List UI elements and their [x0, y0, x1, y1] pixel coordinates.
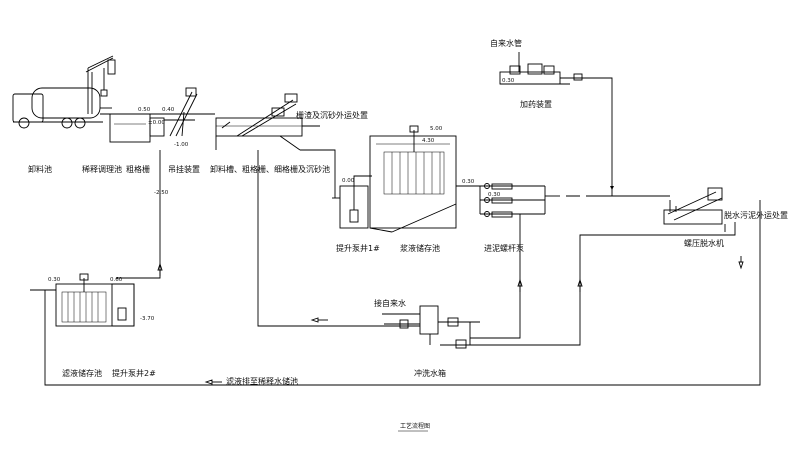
- screens-grit-chamber: [215, 93, 320, 151]
- level-030a: 0.30: [462, 179, 475, 185]
- label-filtrate-tank: 滤液储存池: [62, 368, 102, 378]
- label-dewater-out: 脱水污泥外运处置: [724, 210, 788, 220]
- pipe-to-slurry: [353, 175, 372, 186]
- filtrate-return-pipe: [470, 222, 736, 346]
- label-slurry-tank: 浆液储存池: [400, 243, 440, 253]
- label-screenings-out: 栅渣及沉砂外运处置: [296, 110, 368, 120]
- diagram-title: 工艺流程图: [400, 422, 430, 430]
- screw-press: [663, 187, 723, 225]
- arrow-left-1: [310, 317, 319, 323]
- level-000b: 0.00: [342, 178, 355, 184]
- label-lift-well-2: 提升泵井2#: [112, 368, 156, 378]
- label-tap-water-top: 自来水管: [490, 38, 522, 48]
- dilution-crane: [85, 55, 116, 114]
- level-030b: 0.30: [488, 192, 501, 198]
- coarse-screen-unit: [149, 87, 198, 137]
- level-040: 0.40: [162, 107, 175, 113]
- dosing-unit: [499, 52, 614, 196]
- level-000: ±0.00: [148, 120, 165, 126]
- level-060: 0.60: [110, 277, 123, 283]
- screw-pumps: [479, 183, 546, 218]
- level-m250: -2.50: [154, 190, 169, 196]
- level-m370: -3.70: [140, 316, 155, 322]
- label-coarse-screen: 粗格栅: [126, 164, 150, 174]
- label-lift-well-1: 提升泵井1#: [336, 243, 380, 253]
- label-flush-tank: 冲洗水箱: [414, 368, 446, 378]
- level-430: 4.30: [422, 138, 435, 144]
- pipe-dilution-down: [116, 150, 161, 279]
- level-500: 5.00: [430, 126, 443, 132]
- tanker-truck: [12, 87, 112, 129]
- pipe-to-lift-well-1: [300, 149, 336, 198]
- label-screw-press: 螺压脱水机: [684, 238, 724, 248]
- flush-water-system: [382, 305, 480, 349]
- level-050: 0.50: [138, 107, 151, 113]
- label-dosing: 加药装置: [520, 99, 552, 109]
- filtrate-tank: [30, 273, 135, 327]
- level-030c: 0.30: [502, 78, 515, 84]
- label-unload-tank: 卸料槽、粗格栅、细格栅及沉砂池: [210, 164, 330, 174]
- level-030d: 0.30: [48, 277, 61, 283]
- label-to-tap-water: 接自来水: [374, 298, 406, 308]
- pump-return-pipe: [470, 214, 521, 339]
- label-filtrate-return: 滤液排至稀释水储池: [226, 376, 298, 386]
- arrow-down: [738, 261, 744, 270]
- label-dilution-pool: 稀释调理池: [82, 164, 122, 174]
- level-m100: -1.00: [174, 142, 189, 148]
- label-unload-pool: 卸料池: [28, 164, 52, 174]
- lift-well-1: [332, 185, 369, 229]
- arrow-left-2: [204, 379, 213, 385]
- dilution-tank: [109, 113, 151, 143]
- label-screw-pump: 进泥螺杆泵: [484, 243, 524, 253]
- pipe-to-flush: [257, 150, 420, 327]
- slurry-tank: [369, 125, 457, 233]
- label-hoist: 吊挂装置: [168, 164, 200, 174]
- filtrate-main-return: [44, 200, 761, 386]
